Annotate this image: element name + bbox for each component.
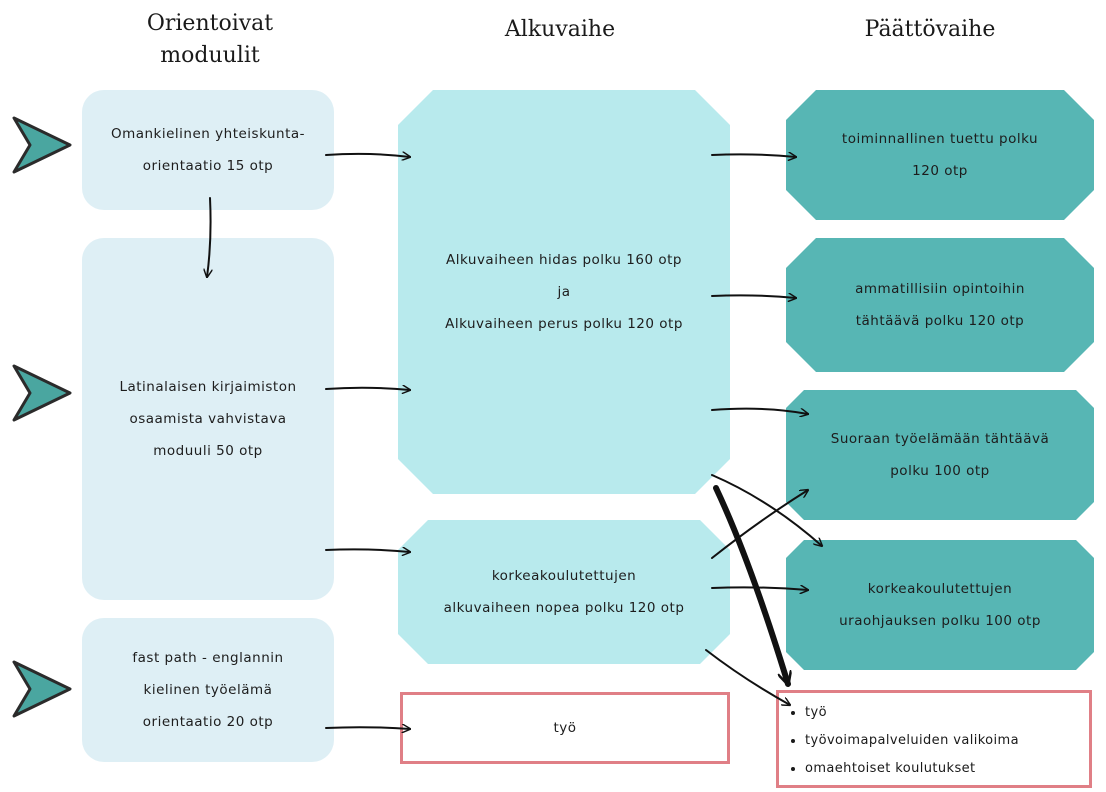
arrow-fast-to-career [711, 587, 808, 590]
arrow-fast-to-outcomes [705, 649, 790, 705]
header-orienting-modules: Orientoivat moduulit [146, 11, 274, 68]
box-slow-basic-path: Alkuvaiheen hidas polku 160 otp ja Alkuv… [398, 90, 730, 494]
arrow-latin-to-initial [325, 388, 410, 390]
header-initial-phase: Alkuvaihe [504, 17, 616, 42]
box-fast-path-english: fast path - englannin kielinen työelämä … [82, 618, 334, 762]
arrow-latin-to-fast [325, 549, 410, 552]
arrow-initial-to-working-life [711, 407, 808, 414]
arrow-initial-to-vocational [711, 295, 796, 298]
box-native-language-orientation: Omankielinen yhteiskunta- orientaatio 15… [82, 90, 334, 210]
arrow-native-to-initial [325, 154, 410, 157]
arrow-fastpath-to-work [325, 727, 410, 729]
chevron-icon [12, 660, 72, 718]
outcomes-list: työ työvoimapalveluiden valikoima omaeht… [779, 699, 1089, 783]
box-career-guidance-path: korkeakoulutettujen uraohjauksen polku 1… [786, 540, 1094, 670]
chevron-icon [12, 116, 72, 174]
arrow-initial-to-functional [711, 154, 796, 157]
box-vocational-studies-path: ammatillisiin opintoihin tähtäävä polku … [786, 238, 1094, 372]
box-outcomes-list: työ työvoimapalveluiden valikoima omaeht… [776, 690, 1092, 788]
box-functional-supported-path: toiminnallinen tuettu polku 120 otp [786, 90, 1094, 220]
arrow-native-to-latin [207, 197, 211, 277]
list-item: omaehtoiset koulutukset [805, 755, 1089, 783]
list-item: työvoimapalveluiden valikoima [805, 727, 1089, 755]
chevron-icon [12, 364, 72, 422]
box-latin-alphabet-module: Latinalaisen kirjaimiston osaamista vahv… [82, 238, 334, 600]
arrow-fast-to-working-life [711, 490, 808, 559]
header-final-phase: Päättövaihe [864, 17, 996, 42]
arrow-initial-to-career [711, 474, 822, 546]
box-working-life-path: Suoraan työelämään tähtäävä polku 100 ot… [786, 390, 1094, 520]
box-work: työ [400, 692, 730, 764]
list-item: työ [805, 699, 1089, 727]
box-fast-graduate-path: korkeakoulutettujen alkuvaiheen nopea po… [398, 520, 730, 664]
arrow-initial-to-outcomes [713, 485, 788, 684]
